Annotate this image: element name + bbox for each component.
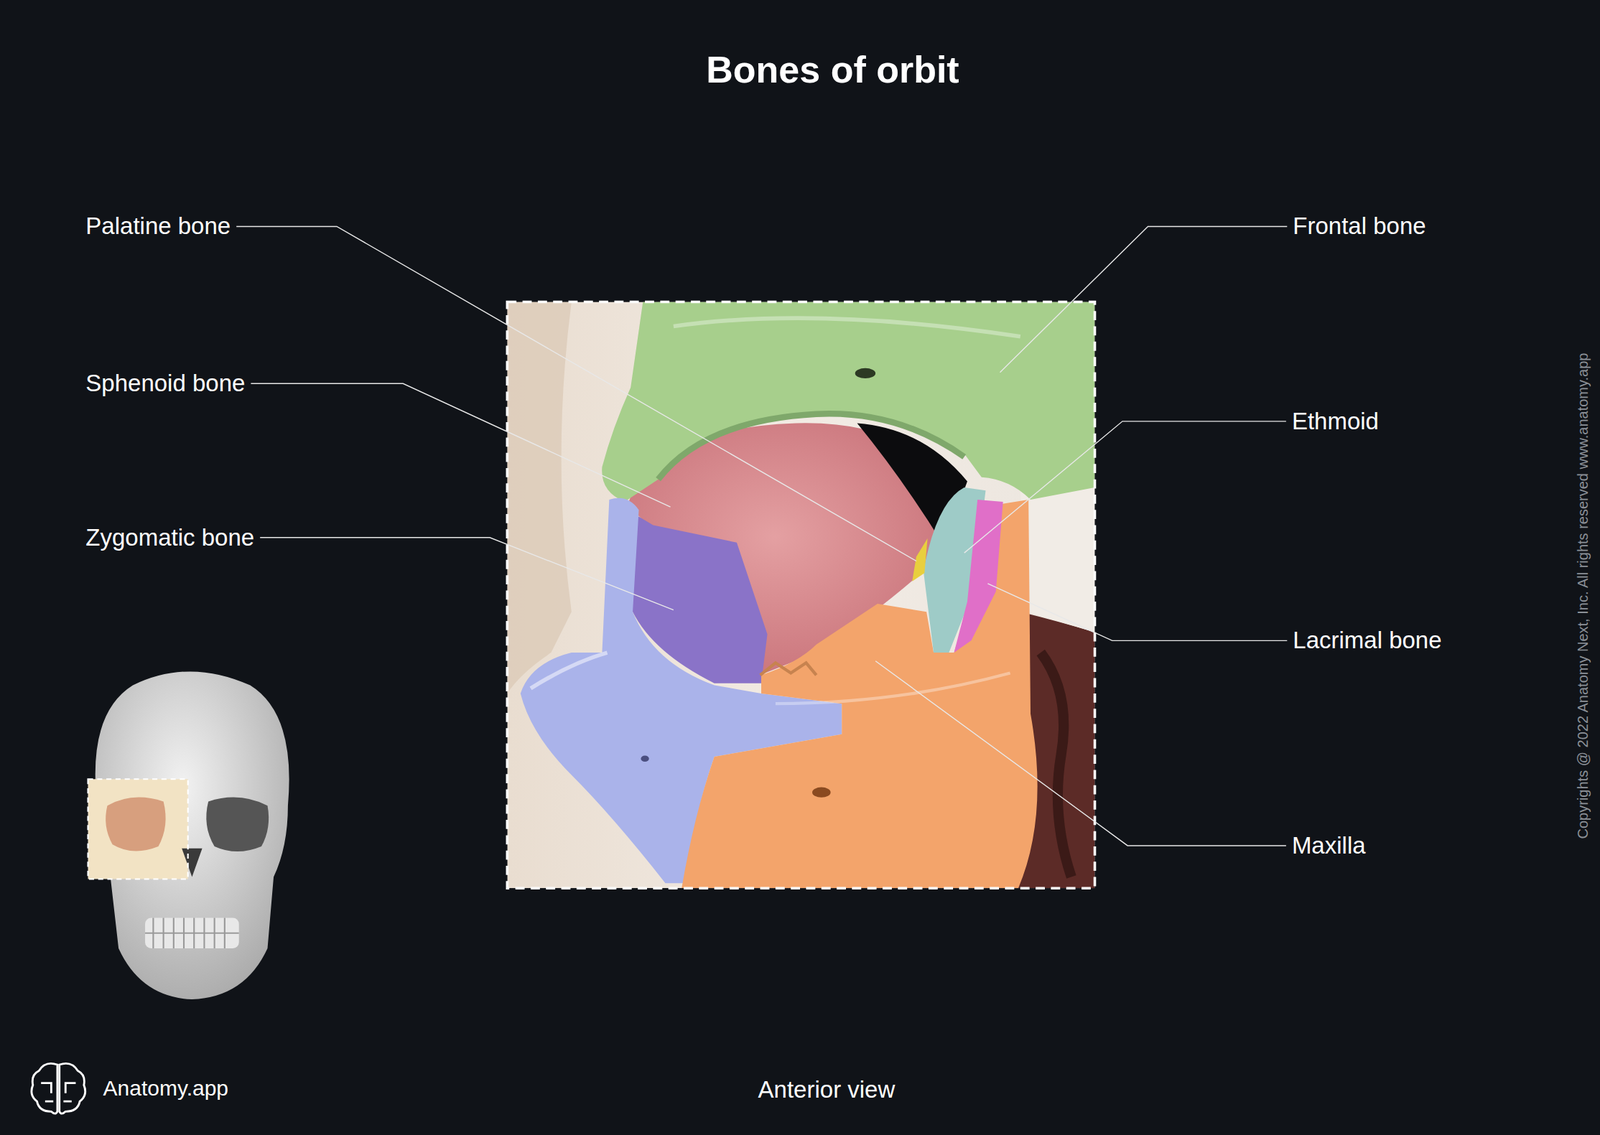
bone-label: Zygomatic bone [85, 524, 255, 552]
diagram-title: Bones of orbit [705, 48, 959, 92]
bone-label: Sphenoid bone [85, 369, 245, 398]
zoom-frame [507, 301, 1095, 889]
brand-name: Anatomy.app [103, 1076, 230, 1101]
bone-label: Palatine bone [85, 212, 231, 240]
orbit-closeup [507, 301, 1095, 889]
leader-line [236, 226, 917, 561]
copyright-watermark: Copyrights @ 2022 Anatomy Next, Inc. All… [1574, 352, 1591, 839]
bone-label: Lacrimal bone [1292, 626, 1442, 655]
logo-icon [31, 1063, 86, 1114]
bone-label: Maxilla [1291, 832, 1366, 860]
skull-thumbnail [88, 671, 290, 1000]
leader-line [259, 537, 674, 611]
leader-line [875, 661, 1287, 846]
leader-line [987, 583, 1287, 642]
bone-label: Frontal bone [1292, 212, 1426, 240]
leader-line [250, 383, 671, 508]
bone-label: Ethmoid [1291, 407, 1379, 436]
view-caption: Anterior view [758, 1076, 896, 1104]
leader-line [964, 421, 1287, 553]
leader-line [1000, 226, 1288, 372]
